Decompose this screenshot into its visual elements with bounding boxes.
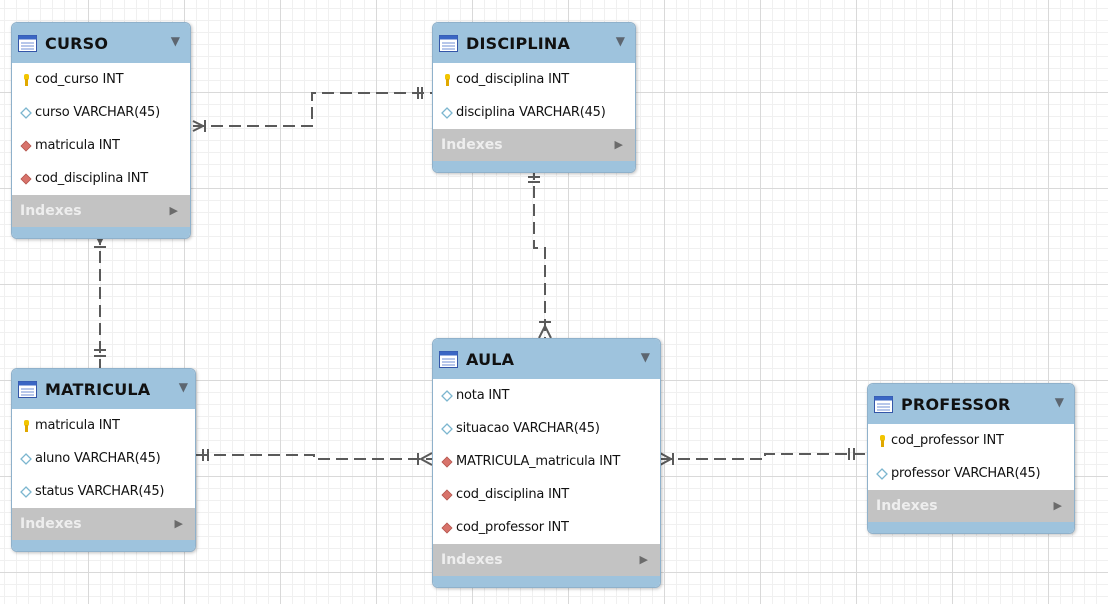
column-row[interactable]: professor VARCHAR(45) [868,457,1074,490]
entity-footer [12,227,190,238]
table-icon [18,380,37,398]
entity-matricula[interactable]: MATRICULA ▼ matricula INT aluno VARCHAR(… [11,368,196,552]
expand-arrow-icon[interactable]: ▶ [1053,499,1062,512]
entity-header[interactable]: PROFESSOR ▼ [868,384,1074,424]
relationship-aula-professor[interactable] [659,448,867,466]
entity-footer [433,161,635,172]
diamond-outline-icon [441,422,453,435]
column-label: matricula INT [35,138,120,153]
entity-aula[interactable]: AULA ▼ nota INT situacao VARCHAR(45) MAT… [432,338,661,588]
key-icon [880,434,885,447]
entity-title: DISCIPLINA [466,33,571,53]
relationship-aula-matricula[interactable] [196,449,433,466]
column-row[interactable]: cod_disciplina INT [12,162,190,195]
column-label: professor VARCHAR(45) [891,466,1041,481]
column-row[interactable]: MATRICULA_matricula INT [433,445,660,478]
collapse-arrow-icon[interactable]: ▼ [640,350,650,364]
column-label: disciplina VARCHAR(45) [456,105,606,120]
indexes-bar[interactable]: Indexes ▶ [433,129,635,161]
relationship-curso-disciplina[interactable] [192,87,432,132]
diamond-outline-icon [20,106,32,119]
entity-disciplina[interactable]: DISCIPLINA ▼ cod_disciplina INT discipli… [432,22,636,173]
column-label: cod_disciplina INT [456,487,569,502]
indexes-bar[interactable]: Indexes ▶ [433,544,660,576]
entity-footer [868,522,1074,533]
expand-arrow-icon[interactable]: ▶ [639,553,648,566]
indexes-label: Indexes [441,137,503,153]
entity-header[interactable]: CURSO ▼ [12,23,190,63]
column-label: curso VARCHAR(45) [35,105,160,120]
indexes-label: Indexes [876,498,938,514]
column-row[interactable]: cod_disciplina INT [433,478,660,511]
indexes-bar[interactable]: Indexes ▶ [12,195,190,227]
indexes-label: Indexes [20,516,82,532]
column-label: cod_curso INT [35,72,124,87]
table-icon [18,34,37,52]
diamond-outline-icon [20,452,32,465]
entity-header[interactable]: AULA ▼ [433,339,660,379]
column-label: cod_disciplina INT [35,171,148,186]
indexes-bar[interactable]: Indexes ▶ [868,490,1074,522]
column-label: MATRICULA_matricula INT [456,454,621,469]
entity-curso[interactable]: CURSO ▼ cod_curso INT curso VARCHAR(45) … [11,22,191,239]
indexes-label: Indexes [20,203,82,219]
relationship-aula-disciplina[interactable] [528,168,552,339]
collapse-arrow-icon[interactable]: ▼ [1054,395,1064,409]
collapse-arrow-icon[interactable]: ▼ [615,34,625,48]
table-icon [439,350,458,368]
table-icon [874,395,893,413]
column-row[interactable]: cod_professor INT [868,424,1074,457]
column-row[interactable]: curso VARCHAR(45) [12,96,190,129]
column-label: matricula INT [35,418,120,433]
expand-arrow-icon[interactable]: ▶ [614,138,623,151]
entity-footer [12,540,195,551]
diamond-filled-icon [441,455,453,468]
entity-header[interactable]: MATRICULA ▼ [12,369,195,409]
column-row[interactable]: cod_disciplina INT [433,63,635,96]
entity-title: PROFESSOR [901,394,1011,414]
entity-header[interactable]: DISCIPLINA ▼ [433,23,635,63]
entity-title: MATRICULA [45,379,151,399]
column-label: aluno VARCHAR(45) [35,451,161,466]
diamond-filled-icon [20,172,32,185]
column-row[interactable]: matricula INT [12,409,195,442]
entity-title: AULA [466,349,515,369]
column-row[interactable]: cod_professor INT [433,511,660,544]
relationship-curso-matricula[interactable] [94,232,106,368]
diamond-outline-icon [20,485,32,498]
column-label: nota INT [456,388,510,403]
diamond-outline-icon [441,106,453,119]
entity-footer [433,576,660,587]
column-label: situacao VARCHAR(45) [456,421,600,436]
entity-title: CURSO [45,33,109,53]
column-row[interactable]: disciplina VARCHAR(45) [433,96,635,129]
key-icon [24,419,29,432]
diamond-outline-icon [441,389,453,402]
indexes-bar[interactable]: Indexes ▶ [12,508,195,540]
column-label: cod_disciplina INT [456,72,569,87]
column-row[interactable]: matricula INT [12,129,190,162]
table-icon [439,34,458,52]
diamond-filled-icon [441,488,453,501]
expand-arrow-icon[interactable]: ▶ [169,204,178,217]
diamond-outline-icon [876,467,888,480]
column-label: cod_professor INT [891,433,1004,448]
entity-professor[interactable]: PROFESSOR ▼ cod_professor INT professor … [867,383,1075,534]
column-row[interactable]: cod_curso INT [12,63,190,96]
column-row[interactable]: situacao VARCHAR(45) [433,412,660,445]
key-icon [445,73,450,86]
expand-arrow-icon[interactable]: ▶ [174,517,183,530]
diamond-filled-icon [441,521,453,534]
diamond-filled-icon [20,139,32,152]
column-label: status VARCHAR(45) [35,484,165,499]
column-row[interactable]: aluno VARCHAR(45) [12,442,195,475]
collapse-arrow-icon[interactable]: ▼ [170,34,180,48]
key-icon [24,73,29,86]
indexes-label: Indexes [441,552,503,568]
column-label: cod_professor INT [456,520,569,535]
column-row[interactable]: status VARCHAR(45) [12,475,195,508]
column-row[interactable]: nota INT [433,379,660,412]
collapse-arrow-icon[interactable]: ▼ [178,380,188,394]
